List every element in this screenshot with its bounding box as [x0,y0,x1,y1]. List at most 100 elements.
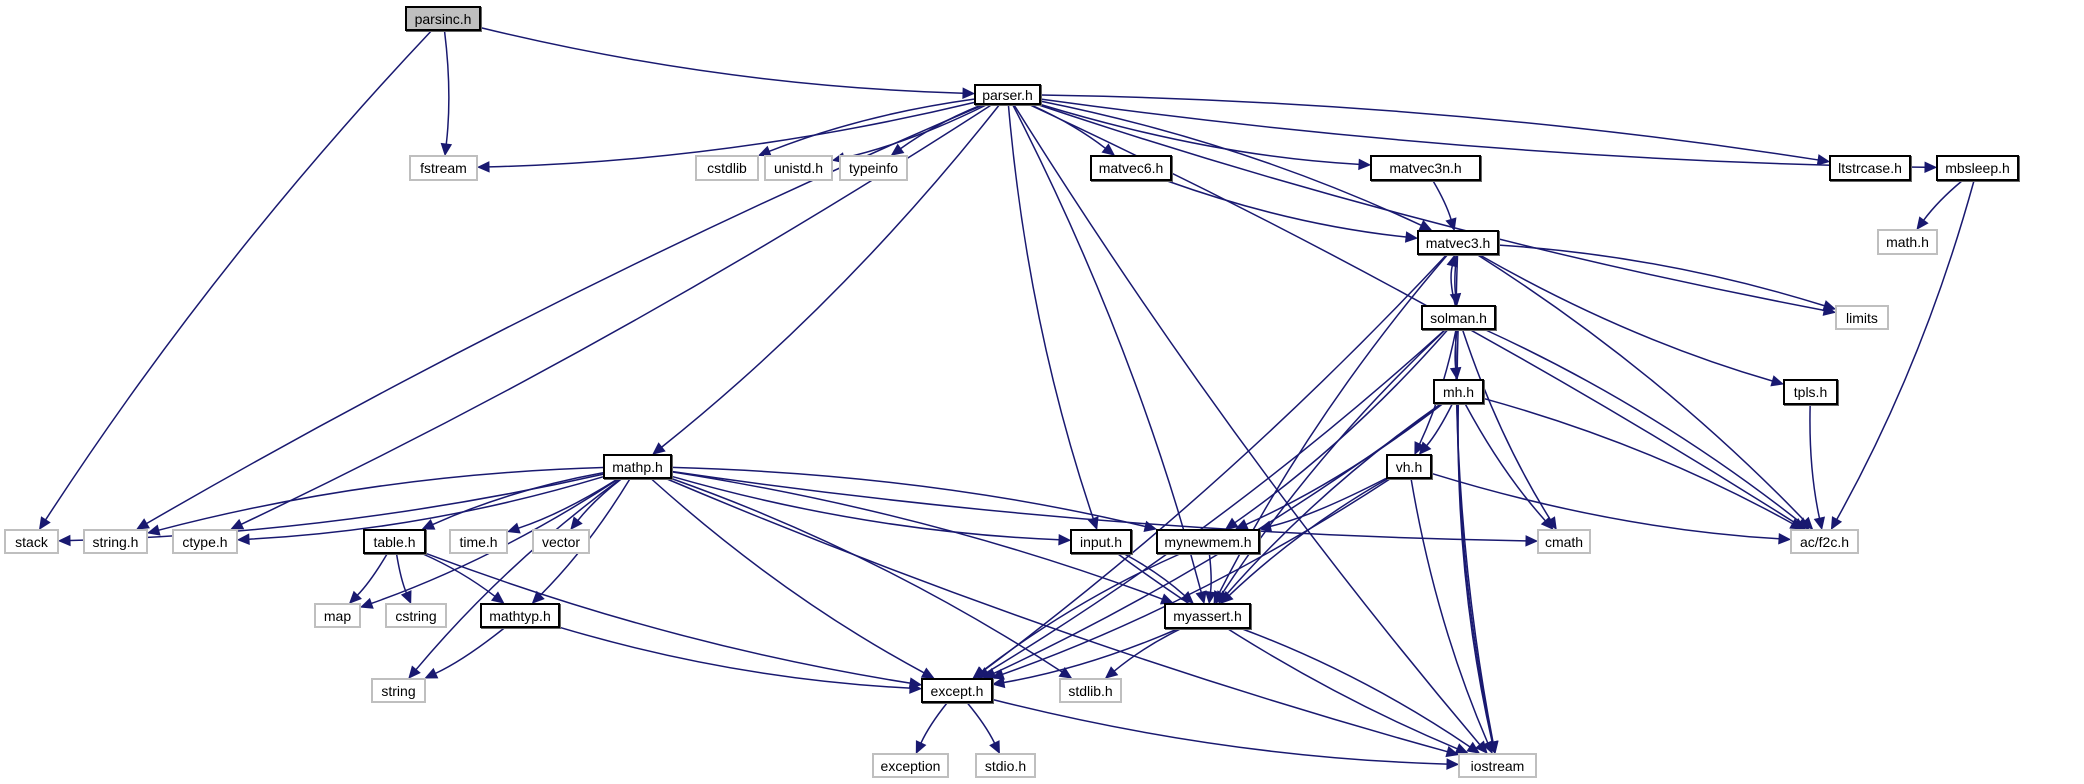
graph-node-mathtyp[interactable]: mathtyp.h [480,603,560,628]
graph-node-iostream: iostream [1458,753,1537,778]
graph-node-label: unistd.h [773,160,824,176]
arrowhead-parser-to-matvec6 [1101,143,1116,156]
edge-parsinc-to-parser [480,27,964,94]
edge-parser-to-unistd [843,104,987,159]
edge-except-to-stdio [966,702,996,744]
edge-mathp-to-cmath [671,470,1527,542]
arrowhead-mathp-to-iostream [1445,745,1460,758]
arrowhead-except-to-stdio [989,740,1000,755]
edge-parser-to-input [1007,104,1094,519]
edge-parser-to-iostream [1013,104,1481,746]
graph-node-label: mh.h [1442,383,1475,400]
graph-node-label: mbsleep.h [1945,160,2010,176]
edge-parser-to-matvec3n [1040,103,1360,166]
edge-mynewmem-to-myassert [1208,553,1212,593]
graph-node-stringh: string.h [83,529,148,554]
graph-node-input[interactable]: input.h [1070,529,1132,554]
edge-table-to-cstring [395,553,408,594]
graph-node-myassert[interactable]: myassert.h [1164,603,1251,629]
arrowhead-myassert-to-stdlib [1104,666,1119,679]
arrowhead-mathp-to-map [359,597,374,609]
arrowhead-mathp-to-string [408,665,421,679]
edge-matvec6-to-matvec3 [1167,180,1407,238]
arrowhead-parser-to-mbsleep [1924,161,1938,174]
edge-matvec3-to-acf2c [1477,254,1806,522]
graph-node-label: input.h [1079,533,1123,550]
edge-solman-to-except [986,329,1446,673]
graph-node-label: vector [541,533,581,550]
graph-node-cstdlib: cstdlib [695,155,759,181]
graph-node-label: mathp.h [612,458,663,475]
edge-mh-to-acf2c [1483,397,1793,525]
graph-node-acf2c: ac/f2c.h [1790,529,1859,554]
graph-node-label: matvec6.h [1098,160,1164,176]
graph-node-except[interactable]: except.h [921,678,993,703]
graph-node-label: ltstrcase.h [1838,160,1902,176]
edge-solman-to-cmath [1461,329,1551,521]
graph-node-mbsleep[interactable]: mbsleep.h [1936,155,2019,181]
arrowhead-parser-to-ctype [230,518,245,530]
graph-node-label: cstring [395,607,437,624]
edge-parser-to-myassert [1012,104,1202,593]
edge-parser-to-limits [1038,104,1825,312]
arrowhead-mbsleep-to-acf2c [1830,516,1843,531]
graph-node-cmath: cmath [1537,529,1591,554]
graph-node-label: limits [1846,309,1878,326]
graph-node-label: cstdlib [707,160,747,176]
graph-node-label: vh.h [1395,458,1423,475]
graph-node-exception: exception [872,753,949,778]
edge-table-to-map [356,553,388,596]
arrowhead-solman-to-mh [1449,366,1462,381]
graph-node-matvec6[interactable]: matvec6.h [1090,155,1172,181]
graph-node-vh[interactable]: vh.h [1386,454,1432,479]
graph-node-label: parser.h [982,86,1033,103]
arrowhead-mathp-to-table [421,519,436,530]
arrowhead-parser-to-myassert [1195,590,1207,605]
graph-node-mynewmem[interactable]: mynewmem.h [1156,529,1260,554]
edge-parser-to-cstdlib [768,98,975,153]
graph-node-label: math.h [1886,234,1929,250]
graph-node-tpls[interactable]: tpls.h [1783,379,1838,405]
edge-mathp-to-except [650,478,925,674]
edge-mathp-to-iostream [666,478,1448,753]
edge-mathp-to-myassert [671,471,1163,600]
edge-mathp-to-ctype [248,476,604,540]
graph-node-label: mynewmem.h [1164,533,1252,550]
graph-node-label: matvec3.h [1425,234,1491,251]
edge-vh-to-iostream [1410,478,1489,744]
graph-node-label: iostream [1470,757,1525,774]
edge-parser-to-ltstrcase [1040,94,1819,161]
arrowhead-solman-to-vh [1414,441,1426,456]
edge-mathp-to-input [671,475,1060,541]
arrowhead-mathp-to-input [1058,533,1072,546]
graph-node-solman[interactable]: solman.h [1421,305,1496,330]
arrowhead-vh-to-except [991,668,1005,680]
arrowhead-parser-to-typeinfo [890,143,905,156]
arrowhead-parser-to-stringh [136,518,150,530]
edge-mynewmem-to-except [981,553,1181,672]
graph-node-matvec3[interactable]: matvec3.h [1417,230,1499,255]
arrowhead-mh-to-vh [1418,441,1432,455]
graph-node-mh[interactable]: mh.h [1433,379,1484,404]
arrowhead-parser-to-fstream [476,161,490,173]
graph-node-mathp[interactable]: mathp.h [603,454,672,479]
graph-node-parsinc[interactable]: parsinc.h [405,6,481,31]
arrowhead-mathp-to-time [506,522,521,534]
edge-parsinc-to-fstream [443,30,450,145]
graph-node-stdlib: stdlib.h [1059,678,1122,703]
arrowhead-matvec3-to-limits [1822,300,1837,312]
graph-node-ltstrcase[interactable]: ltstrcase.h [1829,155,1911,181]
graph-node-table[interactable]: table.h [363,529,426,554]
graph-node-label: ac/f2c.h [1799,533,1850,550]
arrowhead-mynewmem-to-except [972,666,986,679]
edge-mathp-to-time [518,478,618,529]
graph-node-label: ctype.h [182,533,228,550]
graph-node-parser[interactable]: parser.h [974,84,1041,105]
arrowhead-matvec3-to-tpls [1770,375,1785,387]
arrowhead-table-to-cstring [400,590,412,605]
graph-node-matvec3n[interactable]: matvec3n.h [1370,155,1481,181]
graph-node-label: matvec3n.h [1389,160,1462,176]
graph-node-label: time.h [459,533,498,550]
arrowhead-mh-to-acf2c [1789,518,1804,530]
arrowhead-mh-to-except [982,667,997,679]
